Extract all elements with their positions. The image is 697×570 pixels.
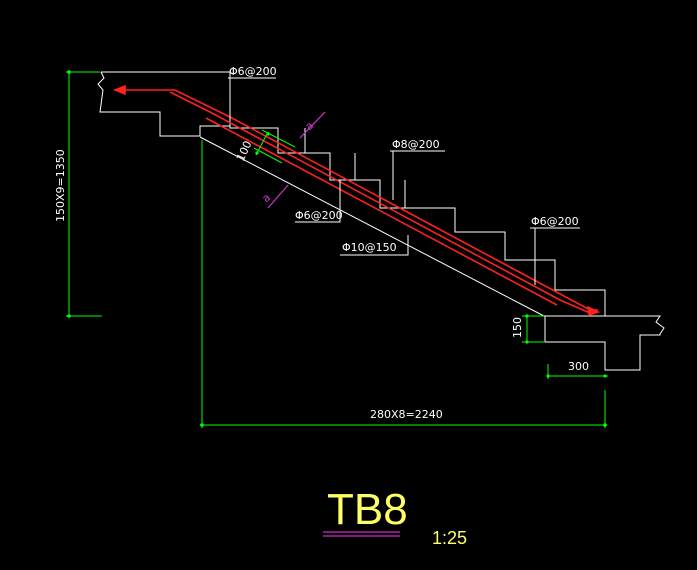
dim-label-landing-w: 300 — [568, 360, 589, 373]
arrow-head-left — [112, 84, 126, 96]
drawing-title: TB8 — [327, 485, 408, 534]
upper-landing — [97, 71, 231, 137]
label-rebar-main: Φ10@150 — [342, 241, 397, 254]
label-rebar-top-left: Φ6@200 — [229, 65, 277, 78]
top-rebar — [115, 89, 598, 311]
dim-label-vertical: 150X9=1350 — [54, 149, 67, 222]
dim-label-landing-h: 150 — [511, 317, 524, 338]
section-line-upper — [299, 111, 326, 139]
section-mark-lower: a — [260, 191, 274, 205]
rebar-group — [112, 84, 601, 317]
drawing-scale: 1:25 — [432, 528, 467, 548]
leader-dist — [295, 180, 341, 223]
dim-thickness-tick-b — [253, 147, 283, 164]
stair-outline — [97, 71, 665, 371]
leader-main — [340, 235, 409, 256]
label-rebar-top-mid: Φ8@200 — [392, 138, 440, 151]
lower-landing — [544, 315, 665, 371]
stair-steps — [229, 100, 606, 316]
arrow-head-right — [587, 305, 601, 317]
main-rebar — [169, 91, 591, 314]
dim-label-horizontal: 280X8=2240 — [370, 408, 443, 421]
section-marks — [267, 111, 326, 209]
dimensions — [66, 71, 608, 428]
label-rebar-dist: Φ6@200 — [295, 209, 343, 222]
dim-ticks — [67, 70, 607, 427]
dim-thickness — [255, 131, 269, 156]
main-rebar-inner — [205, 117, 558, 306]
waist-bottom — [199, 136, 545, 317]
section-line-lower — [267, 184, 289, 209]
label-rebar-right: Φ6@200 — [531, 215, 579, 228]
leaders — [228, 77, 580, 285]
